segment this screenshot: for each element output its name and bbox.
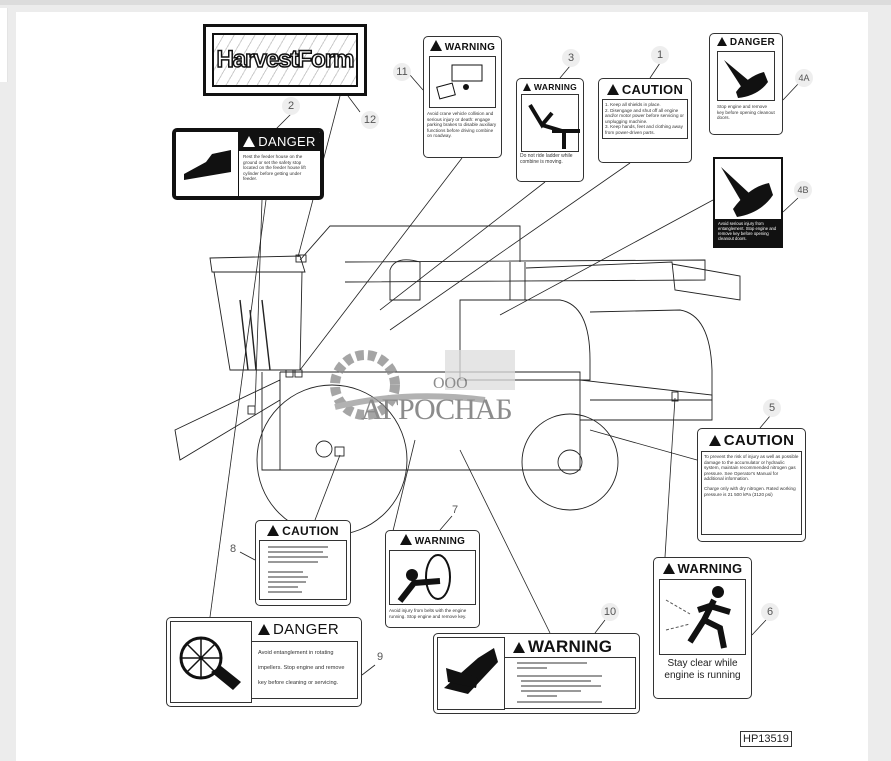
side-panel-edge <box>0 8 8 82</box>
harvestform-logo: HarvestForm <box>212 33 358 87</box>
decal-1-item: 2. Disengage and shut off all engine and… <box>605 107 684 124</box>
falling-person-icon <box>521 94 580 152</box>
caution-triangle-icon <box>606 84 619 95</box>
decal-4a-danger: DANGER Stop engine and remove key before… <box>709 33 783 135</box>
decal-8-caution: CAUTION <box>255 520 351 606</box>
rotating-impeller-icon <box>170 621 252 703</box>
warning-triangle-icon <box>522 83 531 91</box>
decal-1-item: 3. Keep hands, feet and clothing away fr… <box>605 124 683 135</box>
callout-3: 3 <box>562 49 580 67</box>
callout-12: 12 <box>361 111 379 129</box>
callout-7: 7 <box>451 504 459 516</box>
callout-4b: 4B <box>794 181 812 199</box>
caution-triangle-icon <box>267 525 280 536</box>
belt-entanglement-icon <box>389 550 476 605</box>
decal-2-text: Rest the feeder house on the ground or s… <box>243 154 306 182</box>
decal-5-header: CAUTION <box>723 432 795 449</box>
decal-11-text: Avoid crane vehicle collision and seriou… <box>427 111 497 139</box>
decal-9-header: DANGER <box>273 621 339 638</box>
combine-outline <box>174 225 741 536</box>
harvestform-logo-text: HarvestForm <box>216 45 356 74</box>
decal-11-header: WARNING <box>444 42 496 53</box>
callout-5: 5 <box>763 399 781 417</box>
warning-triangle-icon <box>429 40 442 51</box>
vehicle-collision-icon <box>429 56 496 108</box>
watermark-prefix: ООО <box>433 375 468 392</box>
decal-3-text: Do not ride ladder while combine is movi… <box>520 153 573 165</box>
watermark-name: АГРОСНАБ <box>361 393 513 426</box>
decal-9-danger: DANGER Avoid entanglement in rotating im… <box>166 617 362 707</box>
caution-triangle-icon <box>708 435 721 446</box>
callout-1: 1 <box>651 46 669 64</box>
callout-4a: 4A <box>795 69 813 87</box>
decal-8-header: CAUTION <box>282 524 339 538</box>
decal-5-caution: CAUTION To prevent the risk of injury as… <box>697 428 806 542</box>
decal-6-text: Stay clear while engine is running <box>664 658 741 681</box>
hand-cut-icon <box>717 51 775 101</box>
decal-6-warning: WARNING Stay clear while engine is runni… <box>653 557 752 699</box>
decal-5-rating: Charge only with dry nitrogen. Rated wor… <box>704 485 796 497</box>
decal-6-header: WARNING <box>677 561 743 576</box>
running-person-icon <box>659 579 746 655</box>
decal-12-harvestform: HarvestForm <box>203 24 367 96</box>
decal-4a-text: Stop engine and remove key before openin… <box>717 104 775 121</box>
decal-9-line: impellers. Stop engine and remove <box>258 665 345 671</box>
danger-triangle-icon <box>258 624 270 635</box>
warning-triangle-icon <box>662 563 675 574</box>
hand-crush-icon <box>437 637 505 710</box>
decal-3-warning: WARNING Do not ride ladder while combine… <box>516 78 584 182</box>
figure-id: HP13519 <box>740 731 792 747</box>
decal-3-header: WARNING <box>533 82 578 92</box>
decal-11-warning: WARNING Avoid crane vehicle collision an… <box>423 36 502 158</box>
callout-6: 6 <box>761 603 779 621</box>
decal-7-header: WARNING <box>414 536 466 547</box>
danger-triangle-icon <box>716 37 727 46</box>
decal-7-text: Avoid injury from belts with the engine … <box>389 608 467 619</box>
feeder-house-icon <box>176 132 239 196</box>
callout-11: 11 <box>393 63 411 81</box>
callout-9: 9 <box>376 651 384 663</box>
decal-9-line: Avoid entanglement in rotating <box>258 650 334 656</box>
decal-10-text-block <box>505 657 636 709</box>
top-bar <box>0 0 891 5</box>
decal-10-header: WARNING <box>528 637 613 656</box>
gear-logo-icon <box>330 350 515 420</box>
decal-4a-header: DANGER <box>729 37 776 48</box>
decal-7-warning: WARNING Avoid injury from belts with the… <box>385 530 480 628</box>
decal-1-caution: CAUTION 1. Keep all shields in place. 2.… <box>598 78 692 163</box>
decal-4b-text: Avoid serious injury from entanglement. … <box>715 219 781 246</box>
callout-10: 10 <box>601 603 619 621</box>
warning-triangle-icon <box>399 534 412 545</box>
decal-5-text: To prevent the risk of injury as well as… <box>704 454 799 482</box>
decal-9-line: key before cleaning or servicing. <box>258 680 339 686</box>
watermark: ООО АГРОСНАБ <box>325 345 555 435</box>
decal-4b: Avoid serious injury from entanglement. … <box>713 157 783 248</box>
decal-2-danger: DANGER Rest the feeder house on the grou… <box>172 128 324 200</box>
decal-8-text-block <box>259 540 347 600</box>
hand-cut-icon <box>715 159 781 219</box>
decal-1-item: 1. Keep all shields in place. <box>605 102 661 107</box>
decal-2-header: DANGER <box>239 132 320 151</box>
decal-10-warning: WARNING <box>433 633 640 714</box>
warning-triangle-icon <box>513 642 525 653</box>
decal-1-header: CAUTION <box>621 82 684 97</box>
callout-2: 2 <box>282 97 300 115</box>
callout-8: 8 <box>229 543 237 555</box>
